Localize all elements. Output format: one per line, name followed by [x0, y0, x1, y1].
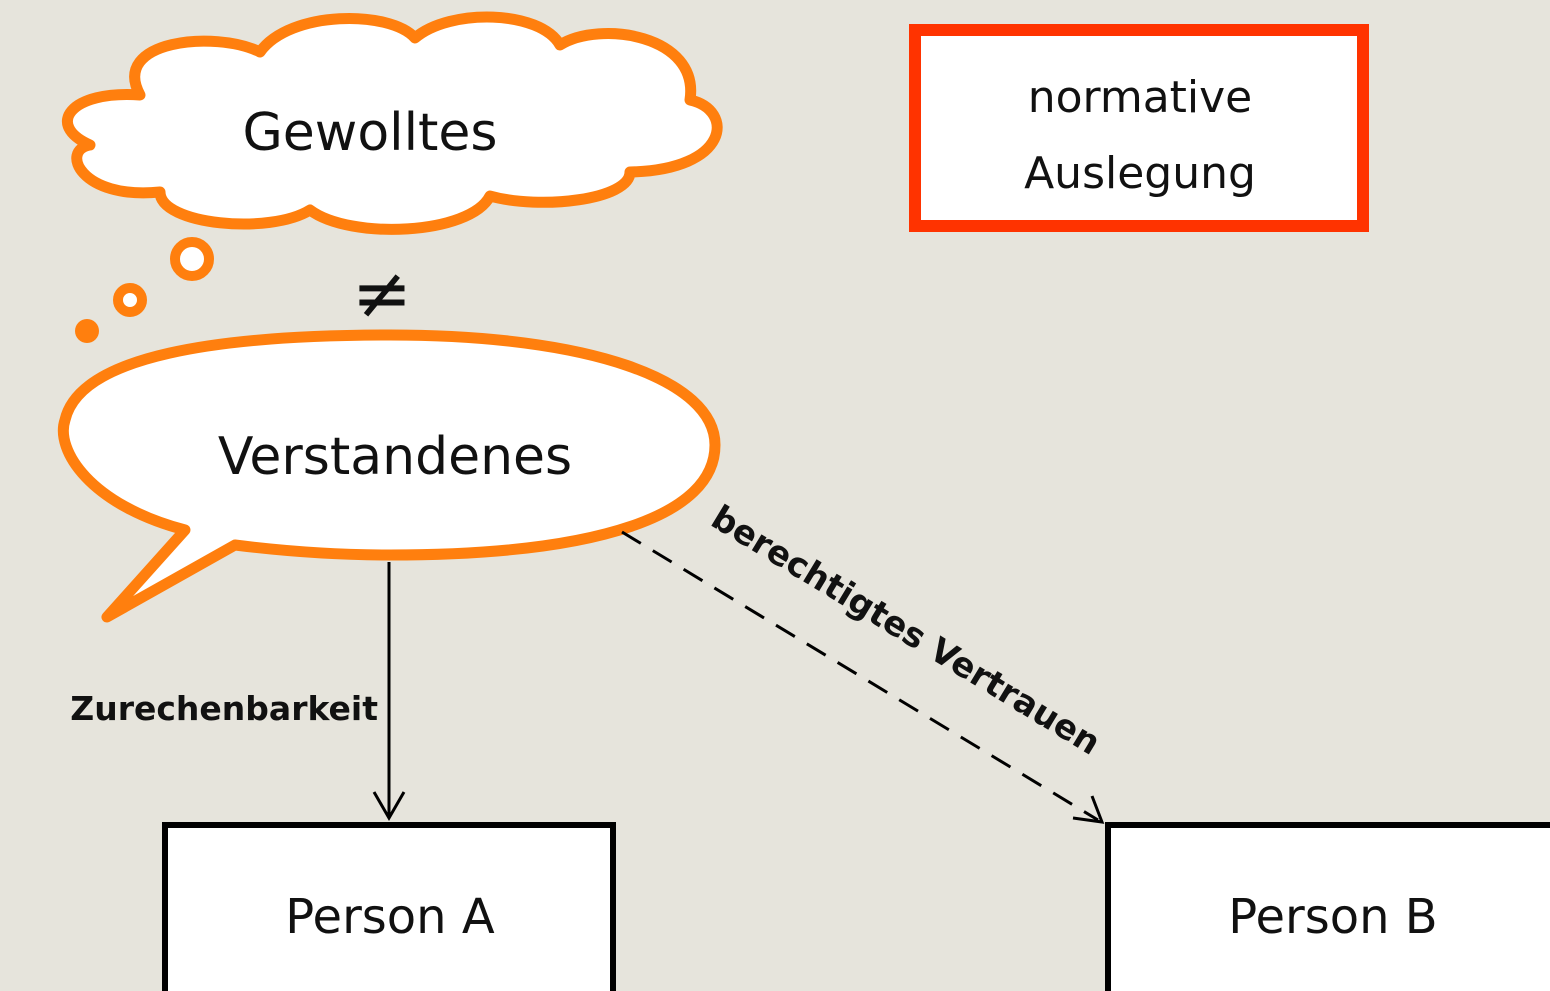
speech-bubble-shape [58, 329, 721, 623]
thought-cloud-shape [62, 11, 723, 235]
thought-bubble-label: Gewolltes [243, 103, 498, 163]
arrow-vertrauen-label: berechtigtes Vertrauen [704, 498, 1107, 764]
method-box-line2: Auslegung [1024, 148, 1256, 199]
thought-trail-circle-large [170, 237, 214, 281]
thought-trail-circle-medium [113, 283, 147, 317]
arrow-zurechenbarkeit-head [372, 791, 406, 822]
arrow-vertrauen: berechtigtes Vertrauen [621, 498, 1107, 824]
arrow-zurechenbarkeit-label: Zurechenbarkeit [70, 689, 378, 728]
person-a-border [162, 822, 616, 991]
thought-bubble: Gewolltes [62, 11, 723, 235]
thought-trail [75, 237, 214, 343]
person-b-border [1105, 822, 1550, 991]
arrow-vertrauen-head [1072, 795, 1105, 824]
not-equal-sign: ≠ [352, 251, 412, 335]
person-b-box: Person B [1105, 822, 1550, 991]
thought-trail-circle-small [75, 319, 99, 343]
method-box-border [909, 24, 1369, 232]
arrow-zurechenbarkeit: Zurechenbarkeit [70, 562, 406, 822]
method-box-line1: normative [1028, 72, 1253, 123]
speech-bubble-label: Verstandenes [218, 427, 572, 487]
arrow-vertrauen-line [621, 530, 1099, 822]
person-b-label: Person B [1228, 889, 1437, 945]
person-a-box: Person A [162, 822, 616, 991]
speech-bubble: Verstandenes [58, 329, 721, 623]
person-a-label: Person A [285, 889, 495, 945]
method-box: normative Auslegung [909, 24, 1369, 232]
